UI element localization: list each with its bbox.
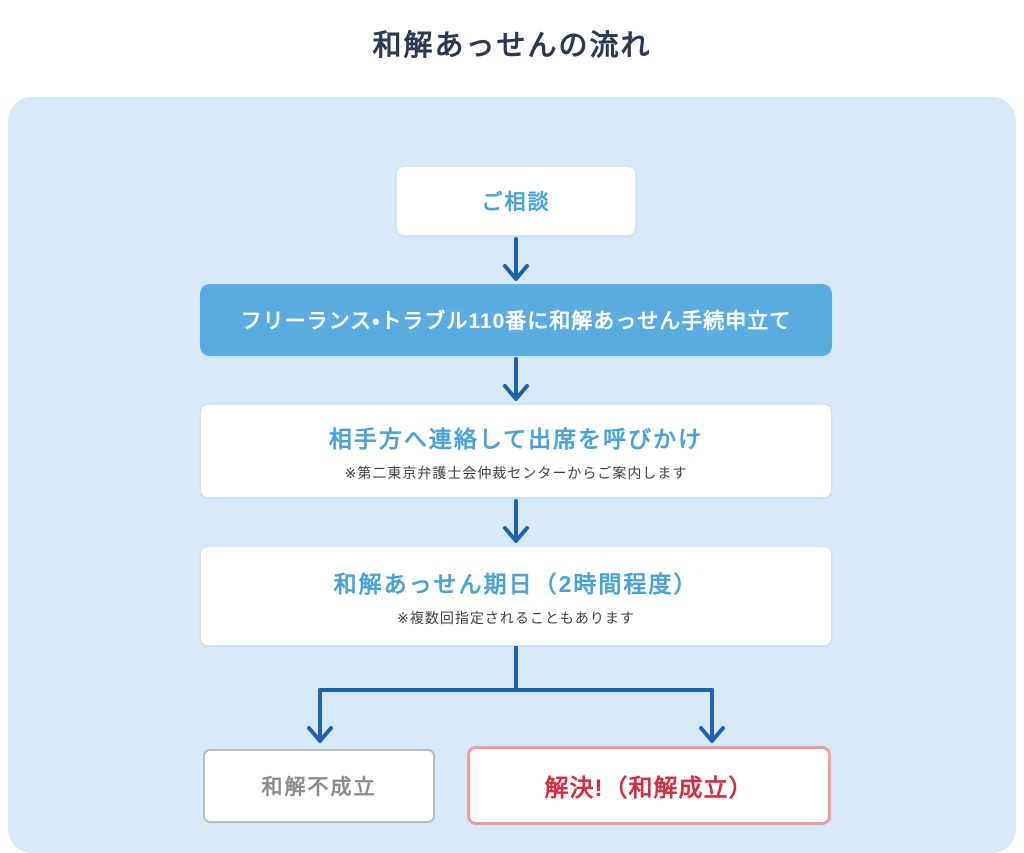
flow-diagram-panel: ご相談 フリーランス・トラブル110番に和解あっせん手続申立て 相手方へ連絡して… [8, 97, 1016, 853]
flow-step-contact-label: 相手方へ連絡して出席を呼びかけ [328, 425, 704, 452]
outcome-settlement-label: 解決!（和解成立） [544, 775, 754, 802]
outcome-no-settlement-label: 和解不成立 [261, 776, 377, 799]
arrow-down-icon [503, 499, 529, 543]
flow-step-filing: フリーランス・トラブル110番に和解あっせん手続申立て [200, 284, 832, 356]
flow-step-consultation-label: ご相談 [481, 191, 551, 214]
branch-connector [307, 646, 725, 743]
outcome-settlement: 解決!（和解成立） [467, 746, 831, 825]
flow-step-contact-note: ※第二東京弁護士会仲裁センターからご案内します [344, 464, 688, 481]
arrow-down-icon [503, 357, 529, 401]
flow-step-session-note: ※複数回指定されることもあります [397, 609, 635, 626]
flow-step-consultation: ご相談 [396, 166, 636, 236]
flow-step-filing-label: フリーランス・トラブル110番に和解あっせん手続申立て [240, 310, 792, 333]
flow-step-session: 和解あっせん期日（2時間程度） ※複数回指定されることもあります [200, 546, 832, 646]
flow-column: ご相談 フリーランス・トラブル110番に和解あっせん手続申立て 相手方へ連絡して… [200, 166, 832, 826]
outcome-no-settlement: 和解不成立 [203, 749, 435, 823]
outcome-row: 和解不成立 解決!（和解成立） [200, 746, 832, 826]
page-title: 和解あっせんの流れ [372, 30, 652, 62]
flow-step-session-label: 和解あっせん期日（2時間程度） [333, 570, 699, 597]
flow-step-contact: 相手方へ連絡して出席を呼びかけ ※第二東京弁護士会仲裁センターからご案内します [200, 404, 832, 498]
arrow-down-icon [503, 237, 529, 281]
